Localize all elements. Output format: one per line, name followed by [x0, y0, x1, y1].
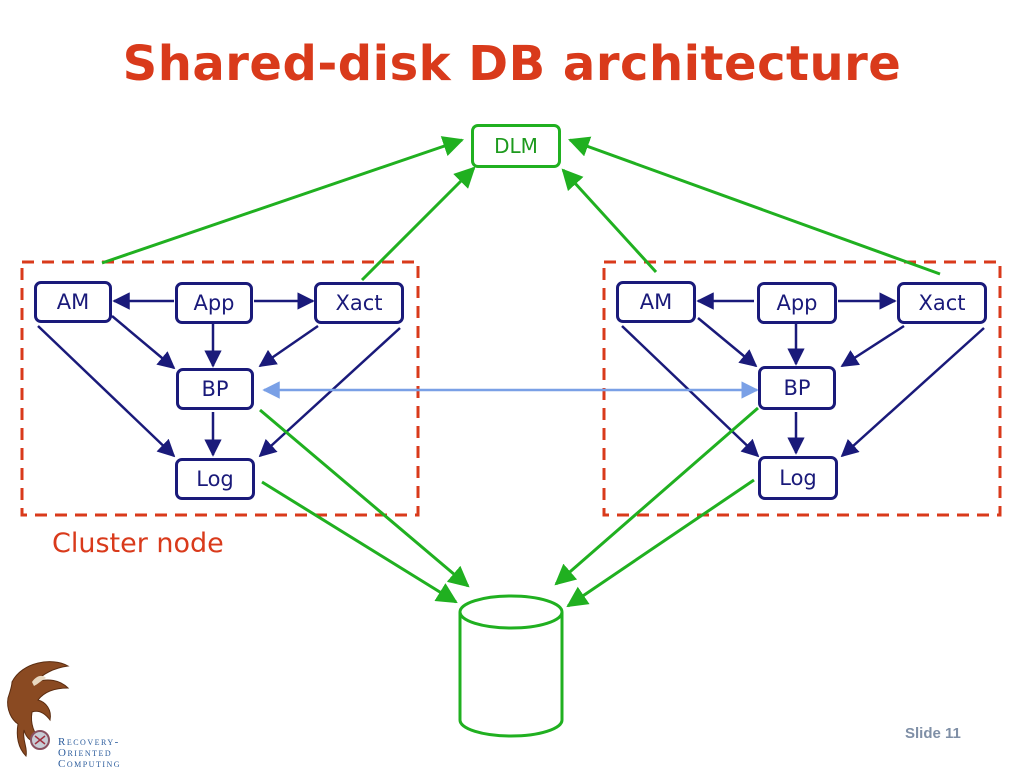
right-log-box: Log [758, 456, 838, 500]
green-arrows [101, 136, 941, 608]
slide-title: Shared-disk DB architecture [122, 36, 902, 92]
dlm-box: DLM [471, 124, 561, 168]
shared-disk [458, 594, 564, 738]
left-am-box: AM [34, 281, 112, 323]
right-bp-box: BP [758, 366, 836, 410]
left-log-box: Log [175, 458, 255, 500]
left-xact-box: Xact [314, 282, 404, 324]
right-am-box: AM [616, 281, 696, 323]
right-app-box: App [757, 282, 837, 324]
logo-line-2: Oriented [58, 747, 113, 759]
logo-line-3: Computing [58, 758, 122, 770]
cluster-node-label: Cluster node [52, 528, 224, 559]
slide-number: Slide 11 [905, 725, 961, 742]
right-xact-box: Xact [897, 282, 987, 324]
left-app-box: App [175, 282, 253, 324]
eagle-icon [7, 661, 70, 757]
roc-logo: Recovery- Oriented Computing [0, 648, 140, 770]
logo-line-1: Recovery- [58, 736, 120, 748]
left-bp-box: BP [176, 368, 254, 410]
